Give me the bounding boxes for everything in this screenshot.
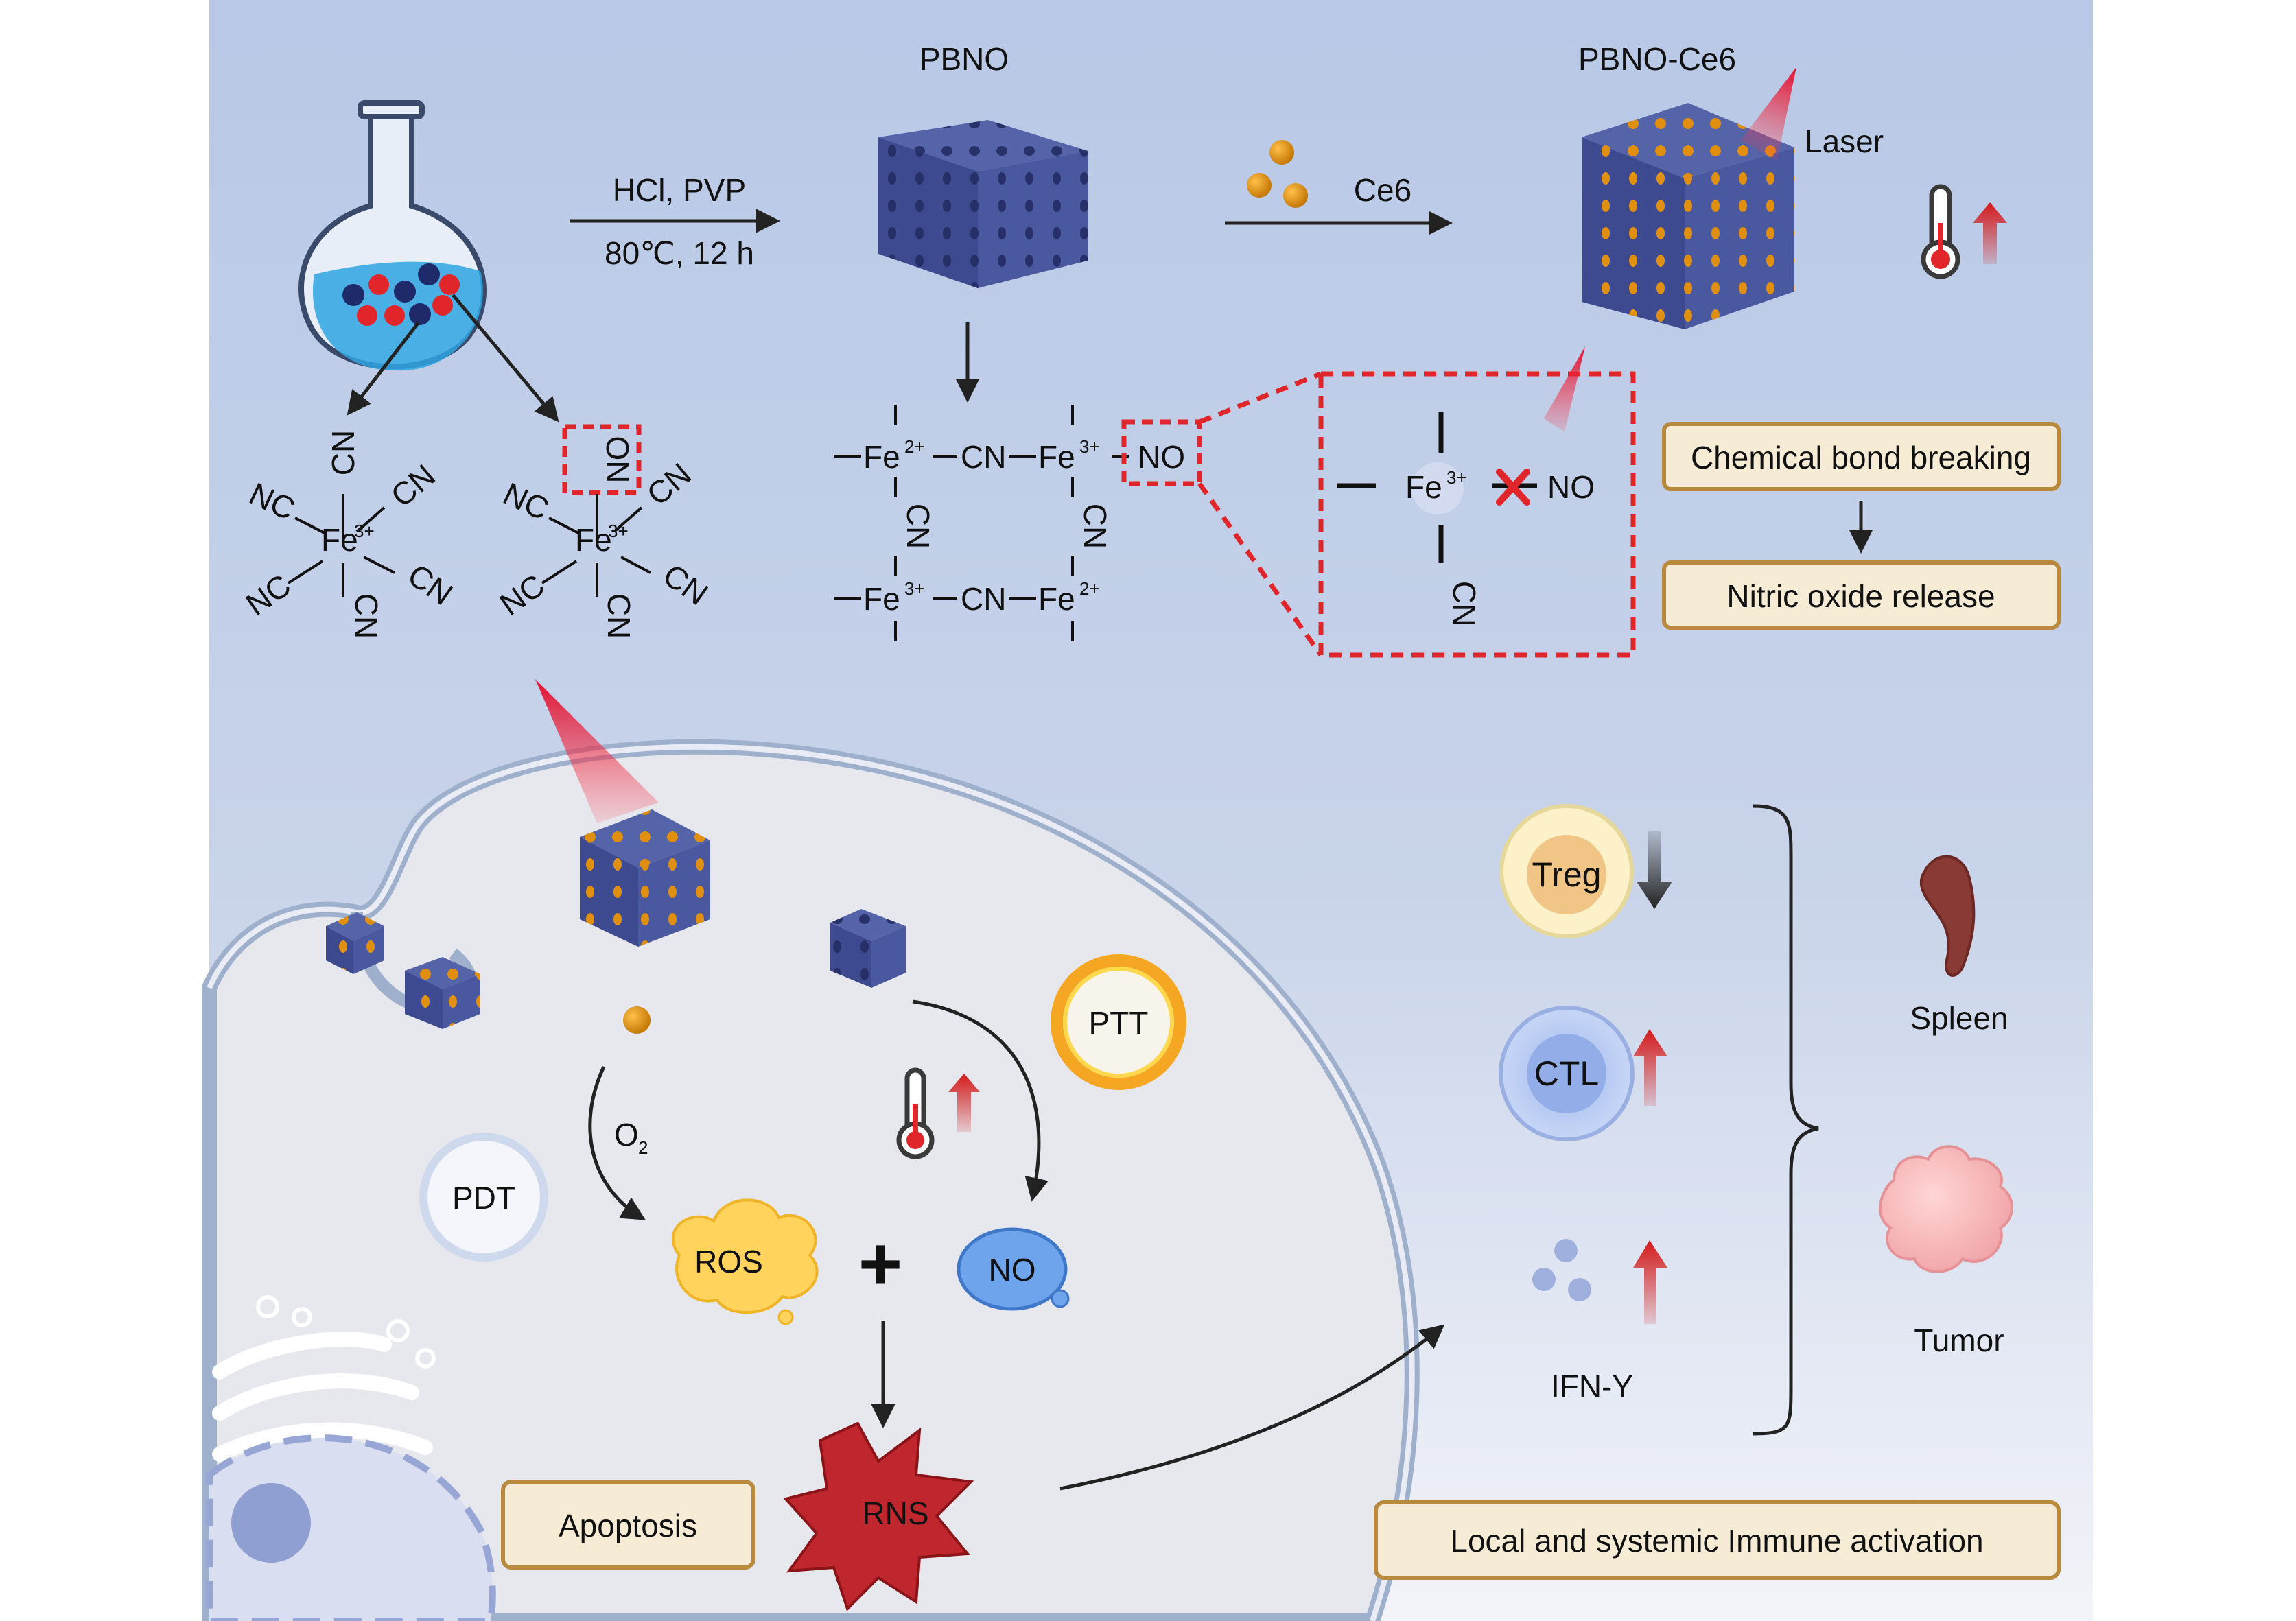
cell-temperature-up-arrow-icon [948, 1074, 980, 1132]
lattice-charge-2: 3+ [1079, 436, 1100, 457]
ros-cloud-icon [671, 1198, 819, 1325]
pbno-label: PBNO [919, 41, 1009, 77]
lattice-cn-1: CN [961, 439, 1006, 475]
laser-label: Laser [1805, 123, 1884, 159]
golgi-apparatus-icon [212, 1295, 436, 1462]
flask-icon [298, 100, 487, 371]
tumor-icon [1879, 1145, 2013, 1273]
spleen-label: Spleen [1910, 1000, 2008, 1036]
lattice-fe-3: Fe [863, 581, 900, 617]
lattice-charge-3: 3+ [904, 578, 925, 599]
no-bubble-icon [957, 1227, 1070, 1311]
lattice-no-highlight-box [1121, 419, 1202, 486]
no-highlight-box [562, 424, 642, 495]
rns-burst-icon [783, 1421, 974, 1611]
zoom-line-bottom [1197, 482, 1323, 657]
thermometer-icon [1921, 184, 1960, 279]
lattice-cn-3: CN [1077, 504, 1113, 549]
ptt-label: PTT [1089, 1005, 1149, 1041]
o2-arrow [588, 1065, 646, 1220]
cell-nanocube-small-2 [405, 957, 480, 1029]
ifn-molecules-icon [1532, 1239, 1591, 1301]
no-label: NO [989, 1252, 1036, 1288]
no-release-box [1662, 560, 2061, 630]
cell-laser-beam [535, 679, 659, 823]
pdt-bubble [419, 1133, 548, 1262]
no-release-text: Nitric oxide release [1726, 578, 1995, 614]
lattice-charge-1: 2+ [904, 436, 925, 457]
lattice-cn-4: CN [961, 581, 1006, 617]
bond-breaking-box [1662, 422, 2061, 491]
apoptosis-box [501, 1480, 755, 1570]
tumor-label: Tumor [1914, 1323, 2004, 1358]
treg-label: Treg [1532, 855, 1602, 894]
ptt-fire-ring-icon [1051, 954, 1186, 1090]
cell-nanocube-large [580, 809, 710, 947]
lattice-cn-2: CN [900, 504, 936, 549]
zoom-metal: Fe [1405, 469, 1442, 505]
ce6-label: Ce6 [1354, 172, 1411, 208]
pbno-ce6-label: PBNO-Ce6 [1578, 41, 1736, 77]
ctl-label: CTL [1534, 1054, 1599, 1093]
ce6-molecules [1247, 140, 1308, 208]
ros-label: ROS [694, 1244, 763, 1279]
lattice-charge-4: 2+ [1079, 578, 1100, 599]
lattice-no: NO [1138, 439, 1185, 475]
immune-activation-label: Local and systemic Immune activation [1450, 1523, 1983, 1559]
ctl-up-arrow-icon [1633, 1029, 1667, 1106]
treg-down-arrow-icon [1637, 831, 1672, 909]
zoom-no: NO [1547, 469, 1595, 505]
complex1-metal: Fe [321, 522, 358, 558]
zoom-charge: 3+ [1446, 467, 1467, 488]
immune-arrow [1059, 1324, 1445, 1491]
spleen-icon [1919, 855, 1976, 977]
complex1-ligand-bottom: CN [349, 593, 384, 639]
complex2-ligand-bottom: CN [601, 593, 637, 639]
rns-label: RNS [862, 1495, 928, 1531]
pbno-cube [878, 120, 1088, 288]
bond-breaking-text: Chemical bond breaking [1691, 440, 2031, 475]
ifn-label: IFN-Y [1551, 1369, 1633, 1404]
complex1-charge: 3+ [354, 521, 375, 541]
complex2-metal: Fe [575, 522, 612, 558]
complex2-charge: 3+ [608, 521, 629, 541]
pbno-ce6-cube [1582, 103, 1794, 329]
zoom-line-top [1198, 371, 1322, 425]
o2-subscript: 2 [638, 1137, 648, 1158]
nucleus-icon [206, 1434, 496, 1621]
bond-break-cross-icon [1496, 469, 1530, 506]
plus-sign: + [858, 1222, 902, 1306]
apoptosis-label: Apoptosis [559, 1508, 697, 1543]
lattice-fe-4: Fe [1038, 581, 1075, 617]
zoom-box [1318, 371, 1636, 658]
lattice-fe-2: Fe [1038, 439, 1075, 475]
prussian-lattice: Fe 2+ CN Fe 3+ NO CN CN Fe 3+ CN Fe 2+ [834, 405, 1202, 641]
cell-nanocube-small-1 [326, 912, 384, 974]
pdt-label: PDT [452, 1180, 515, 1216]
laser-beam [1740, 67, 1796, 161]
grouping-brace [1753, 804, 1819, 1436]
zoom-laser-beam [1544, 346, 1585, 432]
reaction-conditions-1: HCl, PVP [613, 172, 746, 208]
complex1-ligand-top: CN [325, 430, 361, 475]
flask-arrow-left [347, 321, 420, 416]
o2-label: O [614, 1117, 639, 1152]
ce6-dot [623, 1006, 651, 1034]
treg-cell-icon [1499, 804, 1634, 938]
complex2-ligand-top: ON [600, 436, 635, 484]
reaction-conditions-2: 80℃, 12 h [605, 235, 754, 271]
flask-arrow-right [452, 294, 559, 423]
cell-thermometer-icon [896, 1067, 935, 1159]
zoom-detail: Fe 3+ NO CN [1337, 346, 1595, 626]
immune-activation-box [1374, 1500, 2061, 1580]
ctl-cell-icon [1499, 1006, 1635, 1141]
no-release-arrow [912, 999, 1049, 1202]
ifn-up-arrow-icon [1633, 1240, 1667, 1324]
cell-pbno-cube [830, 909, 906, 988]
lattice-fe-1: Fe [863, 439, 900, 475]
zoom-cn: CN [1446, 581, 1482, 626]
temperature-up-arrow-icon [1973, 202, 2007, 264]
